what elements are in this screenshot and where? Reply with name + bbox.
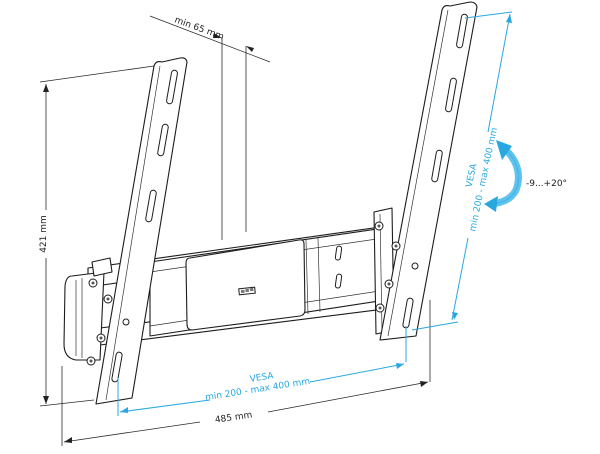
- curved-arrow-icon: [484, 140, 522, 212]
- tilt-range-label: -9...+20°: [526, 179, 567, 189]
- dimension-vesa-horizontal: VESA min 200 - max 400 mm: [117, 326, 407, 416]
- height-dimension-label: 421 mm: [39, 215, 49, 253]
- center-cover-plate: [185, 239, 306, 331]
- left-vertical-arm: [86, 57, 188, 405]
- right-vertical-arm: [374, 1, 478, 341]
- wall-gap-label: min 65 mm: [173, 15, 225, 42]
- level-indicator-icon: [238, 286, 256, 296]
- dimension-height: 421 mm: [39, 65, 155, 407]
- tilt-indicator: -9...+20°: [484, 140, 567, 212]
- screw-icon: [86, 278, 113, 366]
- screw-icon: [374, 221, 401, 313]
- left-end-cap: [63, 257, 113, 361]
- width-dimension-label: 485 mm: [214, 410, 253, 425]
- vesa-horizontal-title: VESA: [249, 371, 275, 385]
